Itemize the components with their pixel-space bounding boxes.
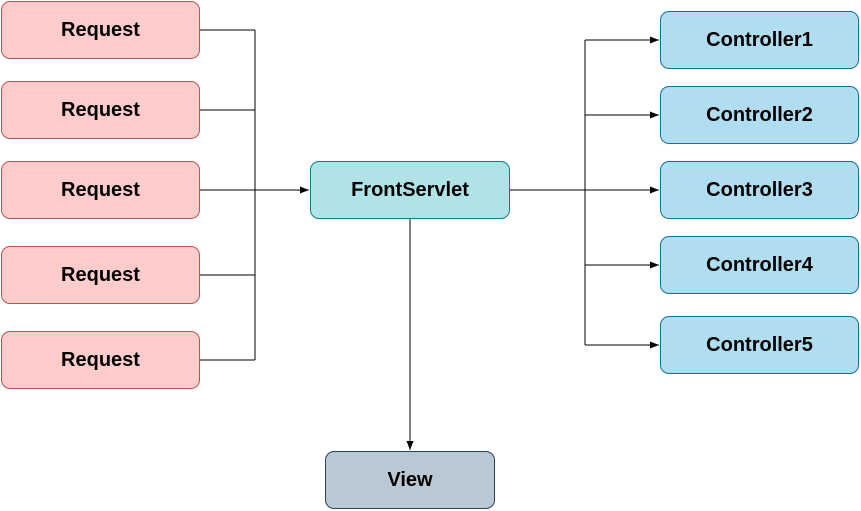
controller-node-2[interactable]: Controller2 [660, 86, 859, 144]
controller-node-3[interactable]: Controller3 [660, 161, 859, 219]
controller-node-5[interactable]: Controller5 [660, 316, 859, 374]
request-node-label: Request [61, 18, 140, 41]
front-servlet-label: FrontServlet [351, 178, 469, 201]
view-node-label: View [387, 468, 433, 491]
controller-node-4[interactable]: Controller4 [660, 236, 859, 294]
view-node[interactable]: View [325, 451, 495, 509]
request-node-label: Request [61, 348, 140, 371]
request-node-label: Request [61, 98, 140, 121]
request-node-4[interactable]: Request [1, 246, 200, 304]
controller-node-label: Controller4 [706, 253, 813, 276]
request-node-5[interactable]: Request [1, 331, 200, 389]
controller-node-label: Controller3 [706, 178, 813, 201]
request-node-3[interactable]: Request [1, 161, 200, 219]
controller-node-label: Controller2 [706, 103, 813, 126]
request-node-1[interactable]: Request [1, 1, 200, 59]
front-servlet-node[interactable]: FrontServlet [310, 161, 510, 219]
controller-node-label: Controller5 [706, 333, 813, 356]
request-node-label: Request [61, 263, 140, 286]
controller-node-1[interactable]: Controller1 [660, 11, 859, 69]
controller-node-label: Controller1 [706, 28, 813, 51]
request-node-2[interactable]: Request [1, 81, 200, 139]
request-node-label: Request [61, 178, 140, 201]
